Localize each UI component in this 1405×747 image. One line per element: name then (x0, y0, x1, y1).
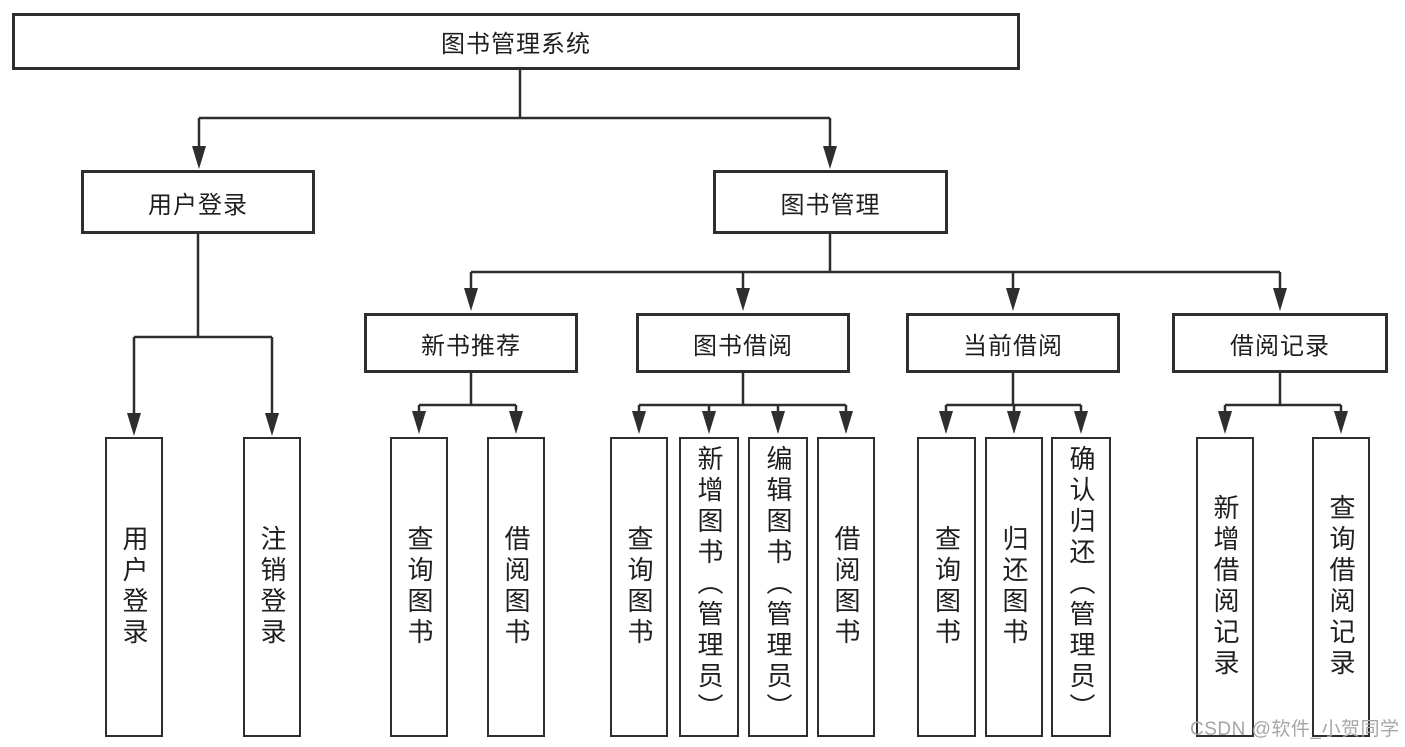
node-user-login: 用户登录 (81, 170, 315, 234)
node-current-borrow: 当前借阅 (906, 313, 1120, 373)
leaf-query-book-recommend: 查询图书 (390, 437, 448, 737)
leaf-label: 编辑图书（管理员） (763, 445, 793, 724)
leaf-query-book-borrow: 查询图书 (610, 437, 668, 737)
leaf-edit-book-admin: 编辑图书（管理员） (748, 437, 808, 737)
leaf-label: 查询借阅记录 (1326, 494, 1356, 680)
node-book-borrow: 图书借阅 (636, 313, 850, 373)
node-book-management: 图书管理 (713, 170, 948, 234)
leaf-query-borrow-record: 查询借阅记录 (1312, 437, 1370, 737)
leaf-logout: 注销登录 (243, 437, 301, 737)
leaf-label: 查询图书 (624, 525, 654, 649)
leaf-label: 确认归还（管理员） (1066, 445, 1096, 724)
leaf-confirm-return-admin: 确认归还（管理员） (1051, 437, 1111, 737)
node-new-book-recommend: 新书推荐 (364, 313, 578, 373)
leaf-label: 查询图书 (931, 525, 962, 649)
leaf-query-book-current: 查询图书 (917, 437, 976, 737)
leaf-label: 用户登录 (119, 525, 149, 649)
node-root: 图书管理系统 (12, 13, 1020, 70)
leaf-label: 借阅图书 (501, 525, 531, 649)
leaf-label: 借阅图书 (831, 525, 861, 649)
arrowhead-icons (127, 146, 1348, 436)
leaf-add-borrow-record: 新增借阅记录 (1196, 437, 1254, 737)
node-borrow-records: 借阅记录 (1172, 313, 1388, 373)
leaf-label: 查询图书 (404, 525, 434, 649)
leaf-borrow-book-recommend: 借阅图书 (487, 437, 545, 737)
leaf-add-book-admin: 新增图书（管理员） (679, 437, 739, 737)
leaf-label: 新增借阅记录 (1210, 494, 1240, 680)
leaf-user-login: 用户登录 (105, 437, 163, 737)
leaf-label: 归还图书 (999, 525, 1029, 649)
leaf-label: 新增图书（管理员） (694, 445, 724, 724)
leaf-label: 注销登录 (257, 525, 287, 649)
csdn-watermark: CSDN @软件_小贺同学 (1190, 719, 1400, 740)
leaf-return-book: 归还图书 (985, 437, 1043, 737)
leaf-borrow-book: 借阅图书 (817, 437, 875, 737)
